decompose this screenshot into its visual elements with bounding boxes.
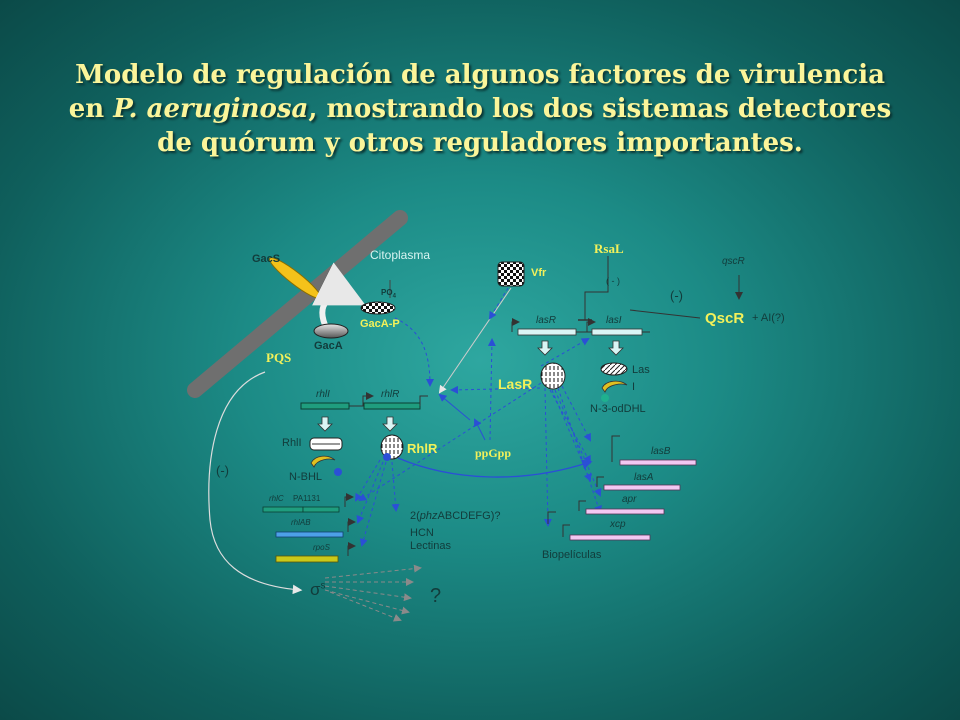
gaca-p-label: GacA-P	[360, 318, 400, 330]
lasr-protein-label: LasR	[498, 376, 533, 392]
hcn-label: HCN	[410, 527, 434, 539]
n3oddhl-ligand	[601, 380, 628, 393]
qscr-inhibition	[629, 309, 701, 319]
gaca-to-rhlr-arrow	[394, 317, 434, 387]
nbhl-label: N-BHL	[289, 471, 323, 483]
lectinas-label: Lectinas	[410, 540, 451, 552]
title-line-2: en P. aeruginosa, mostrando los dos sist…	[0, 92, 960, 126]
slide-title: Modelo de regulación de algunos factores…	[0, 58, 960, 160]
qscr-protein-label: QscR	[705, 310, 745, 327]
citoplasma-label: Citoplasma	[370, 248, 431, 262]
lasr-expression-arrow	[537, 340, 553, 356]
rhlc-label: rhlC	[269, 494, 284, 503]
po4-subscript: 4	[392, 293, 396, 300]
title-line-3: de quórum y otros reguladores importante…	[157, 128, 803, 158]
sigma-s-label: σs	[310, 580, 326, 600]
lasi-gene-label: lasI	[606, 315, 622, 326]
title-line-2-post: , mostrando los dos sistemas detectores	[308, 94, 892, 124]
vfr-label: Vfr	[531, 267, 547, 279]
xcp-label: xcp	[610, 519, 626, 530]
rhlc-gene	[262, 506, 304, 513]
gaca-protein	[313, 323, 349, 339]
negative-loop-left	[208, 371, 303, 595]
lasi-protein-label-2: I	[632, 381, 636, 393]
rhli-protein-label: RhlI	[282, 437, 302, 449]
negative-regulation-rsal: ( - )	[606, 276, 620, 286]
phz-italic: phz	[419, 510, 438, 522]
rhlab-gene	[275, 531, 344, 538]
lasi-protein	[600, 362, 628, 376]
n-bhl-ligand	[310, 455, 336, 468]
rhlr-expression-arrow	[382, 416, 398, 432]
po4-text: PO	[381, 288, 393, 297]
title-line-2-pre: en	[68, 94, 114, 124]
rhlr-protein	[380, 434, 404, 460]
lasr-gene	[517, 328, 577, 336]
rpos-gene	[275, 555, 339, 563]
rsal-label: RsaL	[594, 241, 624, 256]
rhli-gene-label: rhlI	[316, 389, 330, 400]
lasb-gene	[619, 459, 697, 466]
vfr-protein	[497, 261, 525, 287]
apr-label: apr	[622, 494, 637, 505]
po4-label: PO4	[381, 288, 396, 300]
rhlr-protein-label: RhlR	[407, 441, 438, 456]
xcp-gene	[569, 534, 651, 541]
apr-gene	[585, 508, 665, 515]
cell-membrane	[187, 210, 408, 398]
lasb-label: lasB	[651, 446, 671, 457]
lasi-expression-arrow	[608, 340, 624, 356]
rhlr-gene	[363, 402, 421, 410]
phosphate-transfer-arrow	[312, 262, 366, 327]
pa1131-label: PA1131	[293, 494, 321, 503]
gaca-label: GacA	[314, 340, 343, 352]
negative-regulation-qscr: (-)	[670, 288, 683, 303]
phz-label: 2(phzABCDEFG)?	[410, 510, 501, 522]
lasi-gene	[591, 328, 643, 336]
gaca-p-protein	[360, 301, 396, 315]
negative-regulation-left: (-)	[216, 463, 229, 478]
rhlr-to-lasb-arrow	[397, 457, 593, 478]
rhli-expression-arrow	[317, 416, 333, 432]
rsal-inhibition	[584, 278, 609, 320]
title-line-1: Modelo de regulación de algunos factores…	[75, 60, 885, 90]
unknown-target-label: ?	[430, 585, 442, 607]
n3oddhl-label: N-3-odDHL	[590, 403, 646, 415]
lasr-gene-label: lasR	[536, 315, 557, 326]
rhlab-label: rhlAB	[291, 518, 311, 527]
lasa-gene	[603, 484, 681, 491]
biopeliculas-label: Biopelículas	[542, 549, 602, 561]
rhlr-gene-label: rhlR	[381, 389, 400, 400]
lasr-protein	[540, 362, 566, 390]
rpos-label: rpoS	[313, 543, 330, 552]
lasa-label: lasA	[634, 472, 654, 483]
gacs-label: GacS	[252, 253, 281, 265]
ppgpp-label: ppGpp	[475, 446, 512, 460]
title-species: P. aeruginosa	[113, 94, 309, 124]
rhli-gene	[300, 402, 350, 410]
lasi-protein-label-1: Las	[632, 364, 650, 376]
pa1131-gene	[302, 506, 340, 513]
qscr-gene-label: qscR	[722, 256, 745, 267]
pqs-label: PQS	[266, 350, 292, 365]
sigma-symbol: σ	[310, 580, 321, 599]
sigma-superscript: s	[320, 580, 326, 592]
autoinducer-label: + AI(?)	[752, 312, 785, 324]
